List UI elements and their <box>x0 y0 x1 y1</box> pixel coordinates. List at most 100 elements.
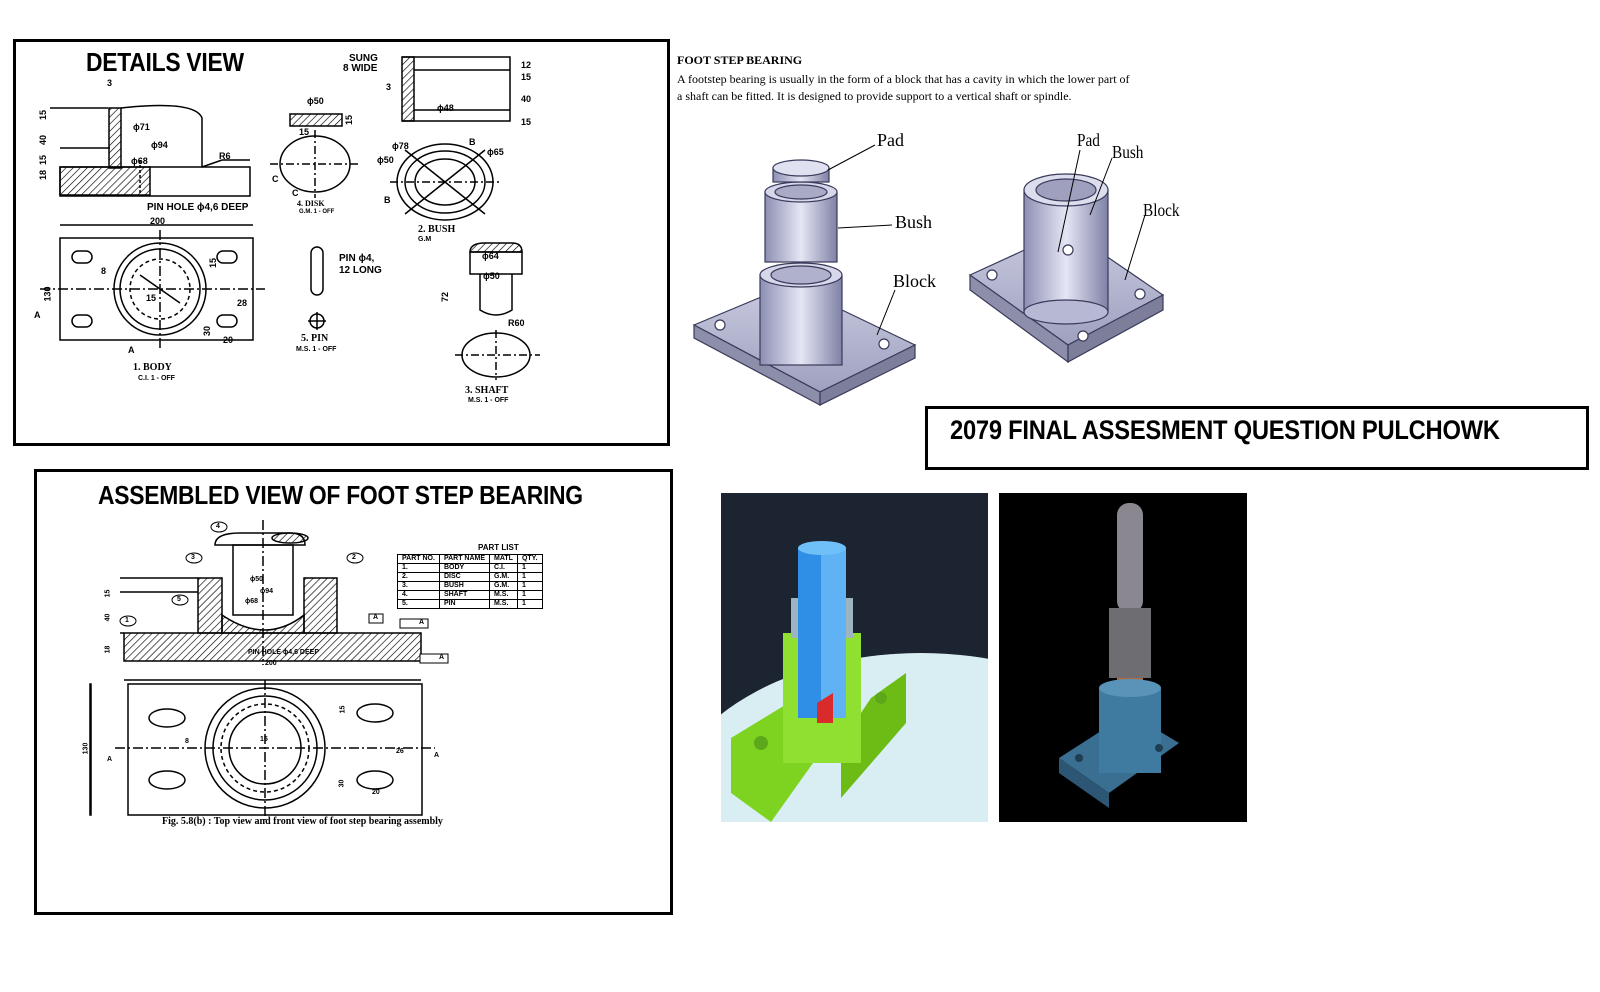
col-qty: QTY. <box>516 554 543 564</box>
shaft-view <box>455 242 540 380</box>
dim-20: 20 <box>223 335 234 345</box>
cell: 2. <box>397 572 440 582</box>
asm-dim-phi94: ϕ94 <box>260 588 274 595</box>
bush-material: G.M <box>418 236 432 243</box>
cell: 1 <box>516 590 543 600</box>
cell: BUSH <box>438 581 491 591</box>
cell: C.I. <box>489 563 518 573</box>
cutaway-render <box>721 541 988 822</box>
dim-phi94: ϕ94 <box>151 140 168 150</box>
disk-material: G.M. 1 - OFF <box>299 209 335 215</box>
assembly-front-view <box>120 520 422 681</box>
block-callout-2: Block <box>1143 200 1180 220</box>
asm-dim-40: 40 <box>104 613 112 622</box>
dim-28: 28 <box>237 298 248 308</box>
pad-label: Pad <box>877 130 904 150</box>
section-c-bottom: C <box>292 188 299 198</box>
description-line-1: A footstep bearing is usually in the for… <box>677 72 1130 86</box>
cell: 1 <box>516 572 543 582</box>
disk-dim-15: 15 <box>299 127 310 137</box>
col-material: MATL <box>489 554 518 564</box>
asm-section-a-left: A <box>107 756 113 763</box>
datum-a-2: A <box>419 619 425 626</box>
cell: 4. <box>397 590 440 600</box>
bush-dim-40: 40 <box>521 94 532 104</box>
body-material: C.I. 1 - OFF <box>138 375 175 382</box>
shaft-dim-phi64: ϕ64 <box>482 251 499 261</box>
cell: SHAFT <box>438 590 491 600</box>
bush-label: 2. BUSH <box>418 224 456 235</box>
cell: G.M. <box>489 581 518 591</box>
details-view-title: DETAILS VIEW <box>86 47 244 77</box>
dim-3: 3 <box>107 78 113 88</box>
exam-title: 2079 FINAL ASSESMENT QUESTION PULCHOWK <box>950 415 1500 445</box>
cell: 5. <box>397 599 440 609</box>
assembly-top-view <box>89 680 435 820</box>
cell: 1 <box>516 563 543 573</box>
shaft-dim-r60: R60 <box>508 318 525 328</box>
slot-note-2: 8 WIDE <box>343 63 378 74</box>
datum-a-3: A <box>439 654 445 661</box>
description-line-2: a shaft can be fitted. It is designed to… <box>677 89 1072 103</box>
bush-callout-2: Bush <box>1112 142 1144 162</box>
exam-title-box <box>925 406 1589 470</box>
bush-dim-phi65: ϕ65 <box>487 147 504 157</box>
asm-section-a-right: A <box>434 752 440 759</box>
assembled-render <box>1059 503 1179 808</box>
assembly-figure-caption: Fig. 5.8(b) : Top view and front view of… <box>162 816 443 827</box>
parts-list-caption: PART LIST <box>478 543 519 552</box>
parts-list-header-row: PART NO. PART NAME MATL QTY. <box>397 554 543 564</box>
asm-dim-15: 15 <box>104 589 112 598</box>
pin-material: M.S. 1 - OFF <box>296 346 337 353</box>
asm-dim-8: 8 <box>185 738 189 745</box>
slot-note-1: SUNG <box>349 53 378 64</box>
balloon-3: 3 <box>191 554 195 561</box>
dim-15-c: 15 <box>146 293 157 303</box>
disk-label: 4. DISK <box>297 199 325 208</box>
pin-note-2: 12 LONG <box>339 265 382 276</box>
exploded-isometric <box>692 159 917 406</box>
bush-callout: Bush <box>895 212 933 232</box>
cell: M.S. <box>489 590 518 600</box>
asm-pin-hole-note: PIN HOLE ϕ4,6 DEEP <box>248 649 319 656</box>
asm-dim-15-c: 15 <box>339 705 347 714</box>
bush-dim-12: 12 <box>521 60 532 70</box>
block-callout: Block <box>893 271 936 291</box>
cell: M.S. <box>489 599 518 609</box>
assembled-view-panel <box>34 469 673 915</box>
description-heading: FOOT STEP BEARING <box>677 53 803 67</box>
shaft-label: 3. SHAFT <box>465 385 509 396</box>
pin-hole-note: PIN HOLE ϕ4,6 DEEP <box>147 202 249 213</box>
asm-dim-18: 18 <box>104 645 112 654</box>
bush-dim-phi78: ϕ78 <box>392 141 409 151</box>
shaft-dim-phi50: ϕ50 <box>483 271 500 281</box>
balloon-5: 5 <box>177 596 181 603</box>
assembled-isometric <box>968 173 1165 364</box>
asm-dim-200: 200 <box>265 660 277 667</box>
bush-dim-3: 3 <box>386 82 392 92</box>
cutaway-render-image <box>721 493 988 822</box>
balloon-4: 4 <box>216 523 220 530</box>
asm-dim-26: 26 <box>396 748 404 755</box>
asm-dim-phi68: ϕ68 <box>245 598 259 605</box>
bush-dim-15-b: 15 <box>521 117 532 127</box>
col-part-name: PART NAME <box>438 554 491 564</box>
col-part-no: PART NO. <box>397 554 440 564</box>
cell: G.M. <box>489 572 518 582</box>
asm-dim-15-b: 15 <box>260 736 268 743</box>
cell: 1 <box>516 599 543 609</box>
asm-dim-30: 30 <box>338 779 346 788</box>
balloon-1: 1 <box>125 617 129 624</box>
dim-8: 8 <box>101 266 107 276</box>
pad-label-2: Pad <box>1077 130 1100 150</box>
body-top-view <box>40 224 265 350</box>
bush-dim-15: 15 <box>521 72 532 82</box>
asm-dim-phi50: ϕ50 <box>250 576 264 583</box>
section-b-top: B <box>469 137 476 147</box>
section-b-left: B <box>384 195 391 205</box>
